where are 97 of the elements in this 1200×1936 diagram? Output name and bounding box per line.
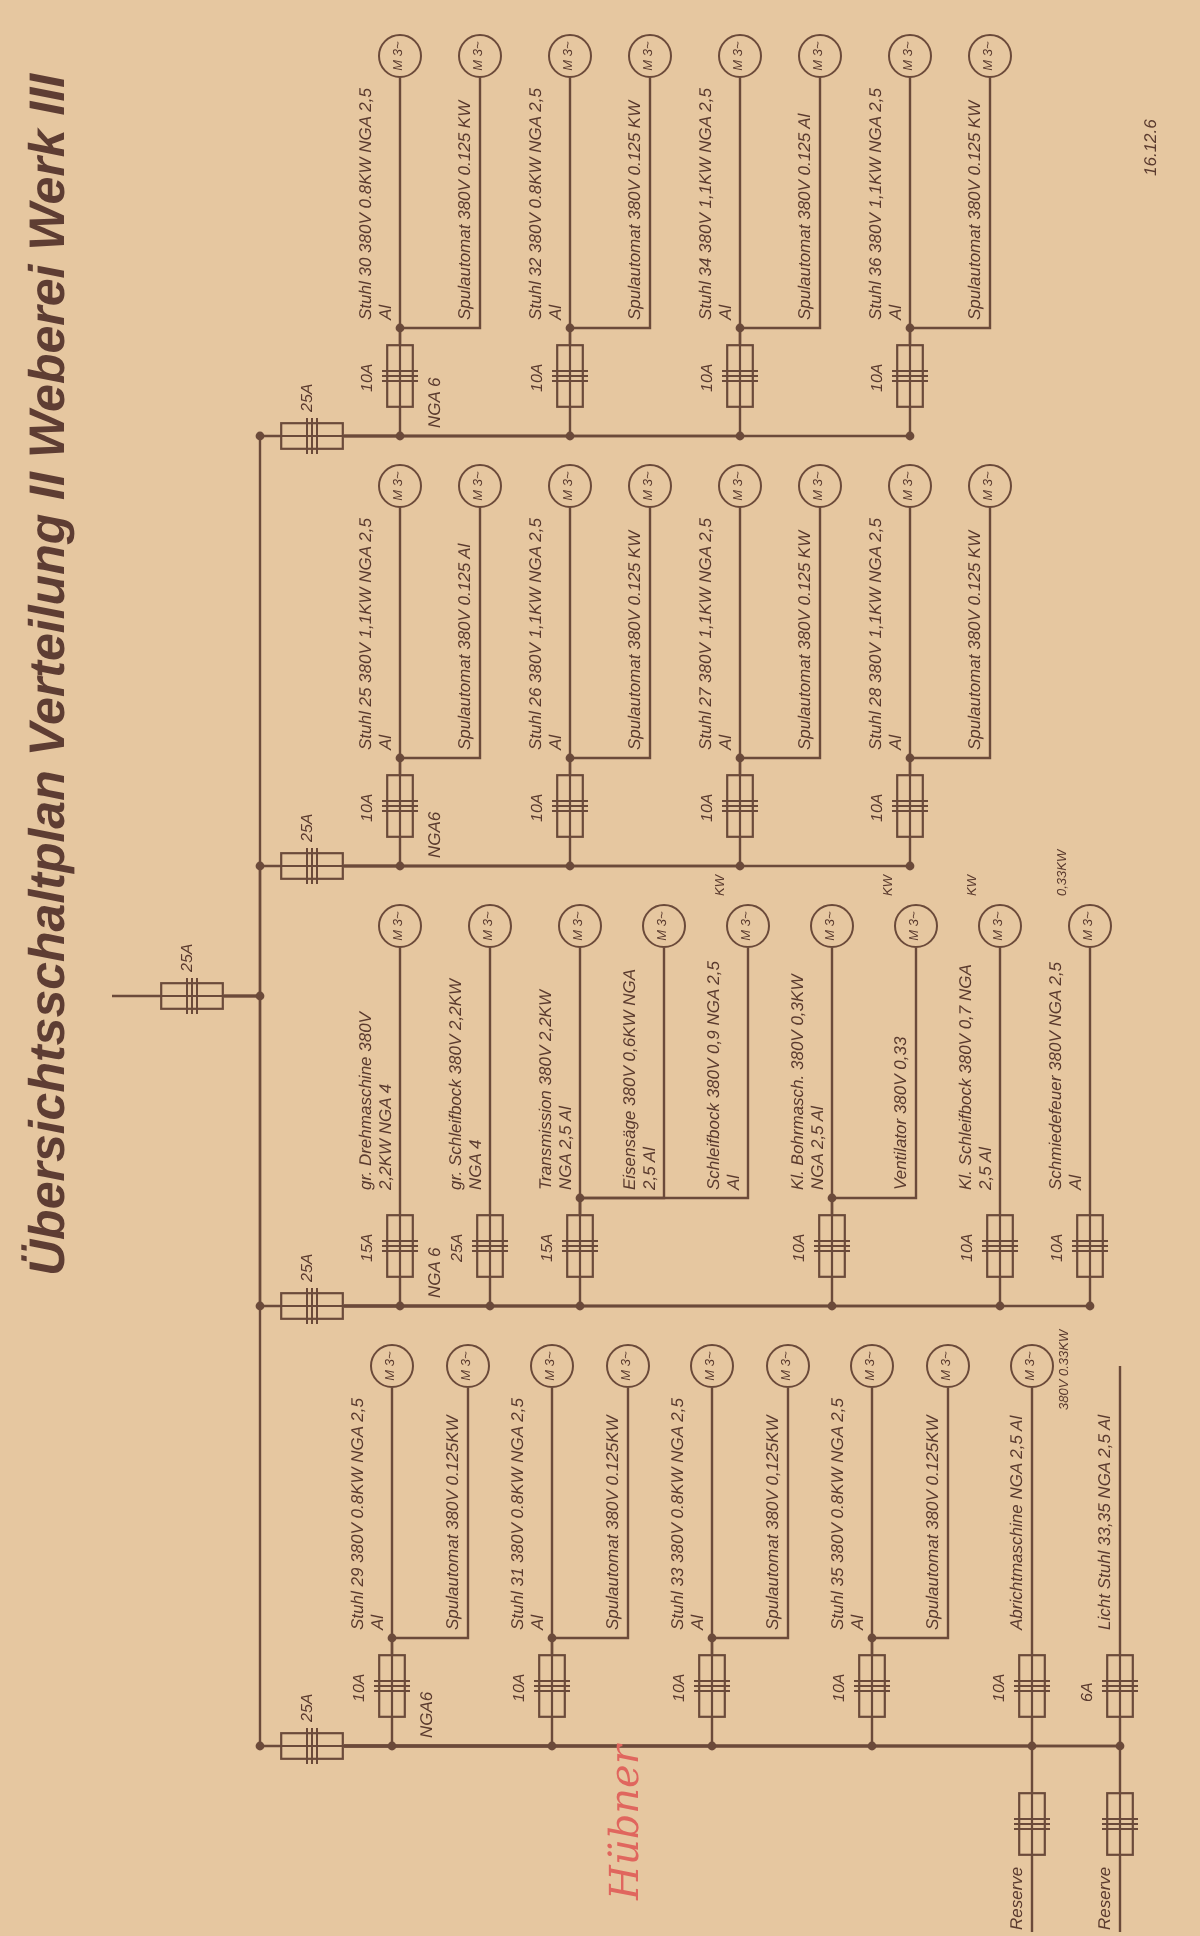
wire [1030,1856,1034,1932]
wire-label: Kl. Schleifbock 380V 0,7 NGA 2,5 Al [956,962,996,1190]
wire [488,948,492,1214]
cable-label: NGA 6 [424,1247,444,1298]
wire-label: gr. Schleifbock 380V 2,2KW NGA 4 [446,976,486,1190]
wire [908,508,992,774]
wire-label: Schmiedefeuer 380V NGA 2,5 Al [1046,959,1086,1190]
wire [1118,1366,1122,1654]
fuse-rating-label: 25A [300,383,317,412]
wire [908,78,992,344]
wire-label: Stuhl 30 380V 0.8KW NGA 2,5 Al [356,88,396,320]
wire-label: Licht Stuhl 33,35 NGA 2,5 Al [1096,1414,1116,1630]
fuse-rating-label: 10A [700,793,717,822]
wire [1088,948,1092,1214]
fuse-rating-label: 10A [870,793,887,822]
fuse-rating-label: 10A [672,1673,689,1702]
wire-label: Kl. Bohrmasch. 380V 0,3KW NGA 2,5 Al [788,971,828,1190]
fuse-rating-label: 25A [300,1693,317,1722]
wire-label: Stuhl 35 380V 0.8KW NGA 2,5 Al [828,1398,868,1630]
wire-label: Spulautomat 380V 0.125 KW [966,530,986,750]
fuse-rating-label: 10A [1050,1233,1067,1262]
title: Übersichtsschaltplan Verteilung II Weberei Werk III [20,73,78,1276]
wire-label: Spulautomat 380V 0.125 KW [626,100,646,320]
wire-label: Stuhl 36 380V 1,1KW NGA 2,5 Al [866,88,906,320]
wire [830,948,918,1214]
wire-label: gr. Drehmaschine 380V 2,2KW NGA 4 [356,1009,396,1190]
fuse-rating-label: 25A [180,943,197,972]
fuse-rating-label: 6A [1080,1682,1097,1702]
wire-label: Spulautomat 380V 0.125 KW [626,530,646,750]
wire-label: Spulautomat 380V 0,125KW [764,1415,784,1630]
wire-label: Abrichtmaschine NGA 2,5 Al [1008,1415,1028,1630]
wire [1030,1388,1034,1654]
wire-label: Reserve [1008,1866,1028,1930]
cable-label: NGA6 [416,1691,436,1738]
wire-label: Spulautomat 380V 0.125KW [444,1415,464,1630]
fuse-rating-label: 15A [360,1233,377,1262]
wire-label: Spulautomat 380V 0.125 Al [796,113,816,320]
wire [344,408,912,438]
wire [568,508,652,774]
date-note: 16.12.6 [1140,119,1160,176]
wire-label: Stuhl 28 380V 1,1KW NGA 2,5 Al [866,518,906,750]
fuse-rating-label: 25A [300,1253,317,1282]
fuse-rating-label: 10A [960,1233,977,1262]
wire-label: Spulautomat 380V 0.125KW [604,1415,624,1630]
wire-label: Stuhl 32 380V 0.8KW NGA 2,5 Al [526,88,566,320]
fuse-rating-label: 10A [870,363,887,392]
signature: Hübner [600,1745,648,1900]
wire [224,434,280,998]
fuse-symbol [1014,1792,1050,1856]
wire-label: Stuhl 33 380V 0.8KW NGA 2,5 Al [668,1398,708,1630]
wire [1118,1856,1122,1932]
wire [998,948,1002,1214]
wire-label: Spulautomat 380V 0.125KW [924,1415,944,1630]
wire-label: Stuhl 27 380V 1,1KW NGA 2,5 Al [696,518,736,750]
fuse-rating-label: 10A [530,363,547,392]
wire-label: Stuhl 26 380V 1,1KW NGA 2,5 Al [526,518,566,750]
wire [390,1388,470,1654]
wire-label: Spulautomat 380V 0.125 KW [966,100,986,320]
wire [398,508,482,774]
wire-label: Stuhl 29 380V 0.8KW NGA 2,5 Al [348,1398,388,1630]
wire [870,1388,950,1654]
wire [112,994,160,998]
wire [738,78,822,344]
wire [710,1388,790,1654]
wire-label: Spulautomat 380V 0.125 Al [456,543,476,750]
fuse-rating-label: 15A [540,1233,557,1262]
wire [568,78,652,344]
fuse-rating-label: 25A [450,1233,467,1262]
wire-label: Transmission 380V 2,2KW NGA 2,5 Al [536,987,576,1190]
fuse-rating-label: 10A [530,793,547,822]
wire-label: Ventilator 380V 0,33 [892,1036,912,1190]
fuse-rating-label: 25A [300,813,317,842]
fuse-rating-label: 10A [360,793,377,822]
wire-label: Reserve [1096,1866,1116,1930]
wire-label: Stuhl 34 380V 1,1KW NGA 2,5 Al [696,88,736,320]
wire [738,508,822,774]
fuse-rating-label: 10A [992,1673,1009,1702]
wire-label: Eisensäge 380V 0,6KW NGA 2,5 Al [620,967,660,1190]
wire-label: Stuhl 31 380V 0.8KW NGA 2,5 Al [508,1398,548,1630]
wire-label: Schleifbock 380V 0,9 NGA 2,5 Al [704,958,744,1190]
fuse-rating-label: 10A [700,363,717,392]
fuse-rating-label: 10A [832,1673,849,1702]
wire [398,78,482,344]
wire [550,1388,630,1654]
wire [344,838,912,868]
fuse-rating-label: 10A [352,1673,369,1702]
fuse-rating-label: 10A [512,1673,529,1702]
fuse-rating-label: 10A [792,1233,809,1262]
fuse-symbol [1102,1792,1138,1856]
cable-label: NGA6 [424,811,444,858]
wire-label: Spulautomat 380V 0.125 KW [456,100,476,320]
wire [398,948,402,1214]
fuse-rating-label: 10A [360,363,377,392]
cable-label: NGA 6 [424,377,444,428]
wire-label: Spulautomat 380V 0.125 KW [796,530,816,750]
wire-label: Stuhl 25 380V 1,1KW NGA 2,5 Al [356,518,396,750]
wire [578,948,750,1214]
